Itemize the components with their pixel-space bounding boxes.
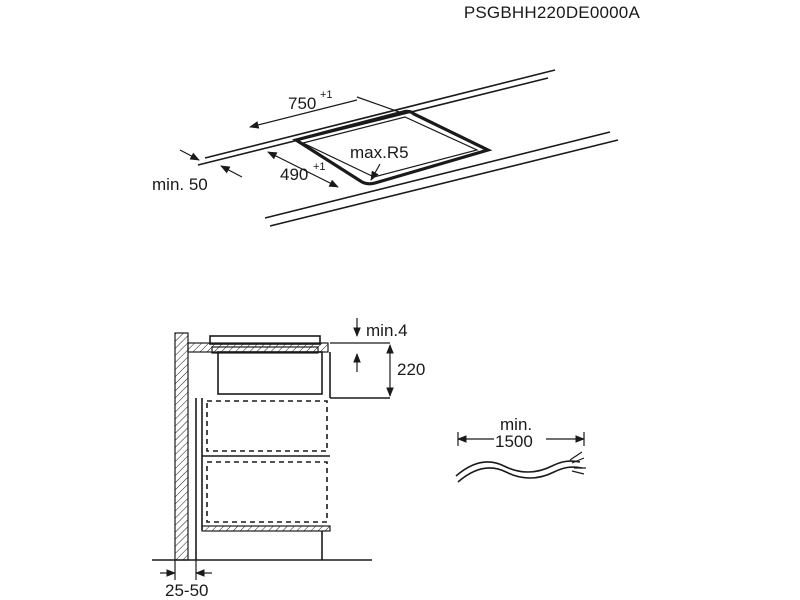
hob-plate	[209, 335, 321, 345]
dim-50-arrow-a	[179, 149, 200, 161]
hob-body	[217, 351, 323, 395]
gap-above-label: min.4	[366, 321, 408, 340]
cable-view: min. 1500	[455, 415, 586, 483]
dim-490-tolerance: +1	[313, 161, 326, 173]
dim-490-value: 490	[280, 165, 308, 184]
edge-distance-label: min. 50	[152, 175, 208, 194]
dim-750-value: 750	[288, 94, 316, 113]
worktop-back-edge	[204, 69, 556, 159]
worktop-front-edge	[264, 131, 611, 219]
worktop-front-edge-2	[269, 139, 619, 227]
dim-750-arrow	[249, 99, 358, 129]
depth-label: 220	[397, 360, 425, 379]
cabinet-base	[201, 525, 331, 532]
dim-50-arrow-b	[220, 165, 243, 178]
cutout-outline	[292, 109, 493, 186]
wall-thickness-label: 25-50	[165, 581, 208, 600]
side-view: min.4 220 25-50	[152, 318, 425, 600]
cable-label-line2: 1500	[495, 432, 533, 451]
drawer-lower	[206, 461, 328, 523]
corner-radius-leader	[370, 163, 381, 181]
dim-750-leader	[356, 96, 403, 114]
cable-strands	[569, 451, 586, 475]
cable-label-line1: min.	[500, 415, 532, 434]
model-code: PSGBHH220DE0000A	[464, 3, 641, 22]
dim-750-tolerance: +1	[320, 89, 333, 101]
hob-flange	[211, 346, 319, 354]
corner-radius-label: max.R5	[350, 143, 409, 162]
cable-wire-a	[455, 460, 581, 477]
dim-490-arrow	[267, 151, 339, 188]
top-view: 750 +1 490 +1 max.R5 min. 50	[152, 69, 619, 227]
wall-section	[174, 332, 189, 561]
cutout-inner	[301, 116, 479, 178]
cable-wire-b	[457, 466, 583, 483]
drawer-upper	[206, 400, 328, 452]
